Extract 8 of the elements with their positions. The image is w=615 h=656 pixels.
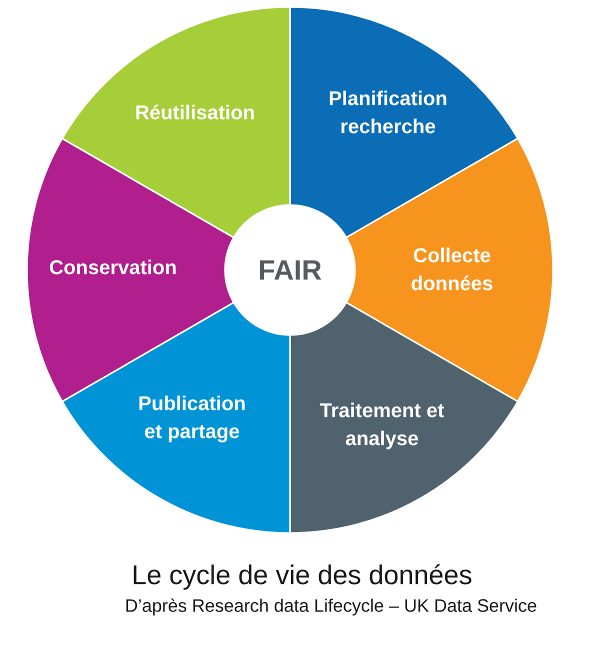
wheel-segment: Planification recherche [289,6,519,238]
wheel-segment: Traitement et analyse [289,302,519,534]
caption: Le cycle de vie des données [134,564,472,590]
wheel-segment: Collecte données [346,138,554,402]
wheel-segment: Publication et partage [61,302,291,534]
wheel-segment: Réutilisation [61,6,291,238]
source-note: D’après Research data Lifecycle – UK Data Service [126,598,536,616]
center-label: FAIR [260,260,322,280]
